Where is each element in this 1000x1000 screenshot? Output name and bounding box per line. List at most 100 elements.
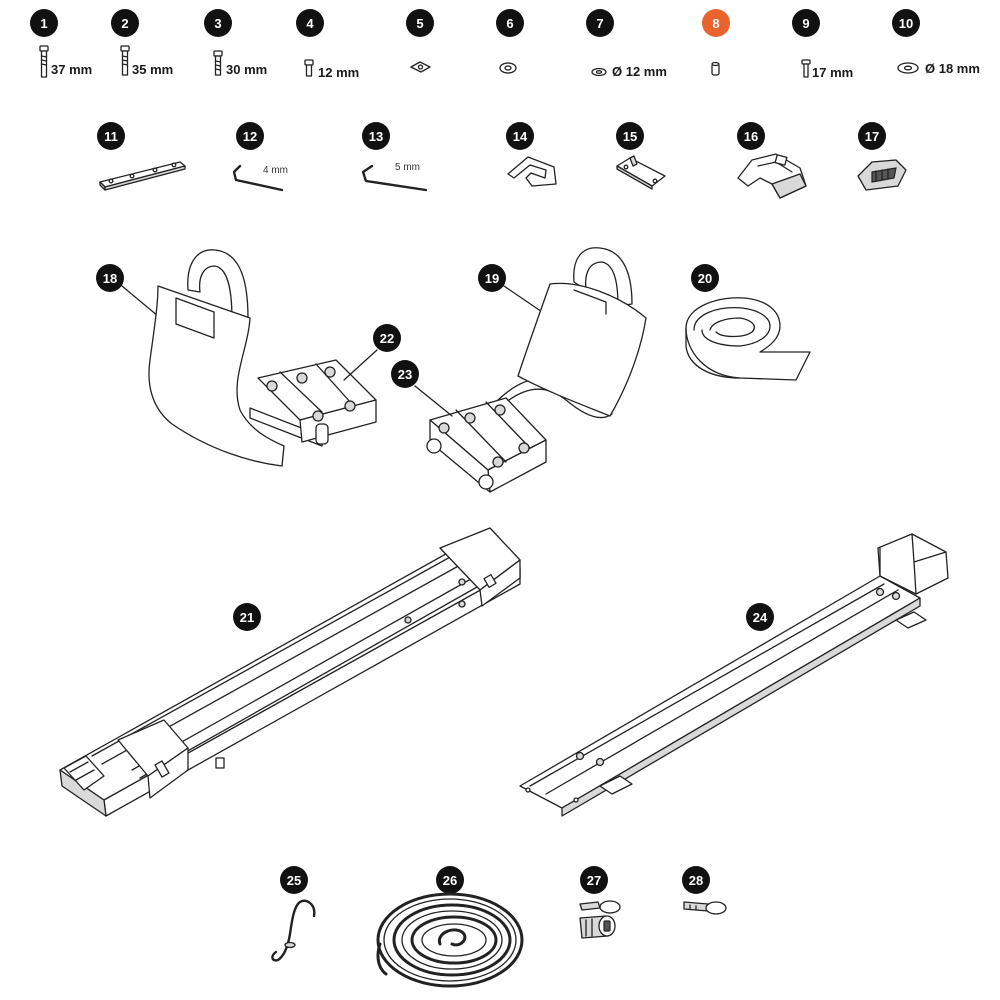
leader-line-22	[343, 349, 378, 381]
badge-10	[892, 9, 920, 37]
clamp-icon	[737, 153, 807, 199]
badge-16	[737, 122, 765, 150]
badge-5	[406, 9, 434, 37]
part-20: 20	[685, 264, 811, 381]
part-19: 19	[426, 247, 647, 493]
part-16: 16	[737, 122, 807, 199]
badge-26	[436, 866, 464, 894]
size-label-4: 12 mm	[318, 65, 359, 80]
key-icon	[579, 900, 621, 914]
size-label-9: 17 mm	[812, 65, 853, 80]
washer-icon	[591, 67, 607, 77]
leader-line-18	[121, 285, 159, 317]
square-nut-icon	[410, 61, 431, 73]
badge-12-number: 12	[243, 129, 257, 144]
size-label-2: 35 mm	[132, 62, 173, 77]
badge-19	[478, 264, 506, 292]
badge-3	[204, 9, 232, 37]
part-27: 27	[579, 866, 621, 939]
part-18: 18	[96, 249, 377, 467]
part-12: 12 4 mm	[232, 122, 288, 192]
part-25: 25	[271, 866, 316, 962]
size-label-13: 5 mm	[395, 162, 420, 173]
part-28: 28	[682, 866, 727, 915]
part-24: 24	[519, 533, 949, 817]
badge-14-number: 14	[513, 129, 528, 144]
badge-11	[97, 122, 125, 150]
part-3: 3 30 mm	[204, 9, 267, 77]
badge-19-number: 19	[485, 271, 499, 286]
part-10: 10 Ø 18 mm	[892, 9, 980, 76]
size-label-1: 37 mm	[51, 62, 92, 77]
badge-4	[296, 9, 324, 37]
badge-18	[96, 264, 124, 292]
badge-17	[858, 122, 886, 150]
leader-line-23	[414, 385, 453, 417]
strap-icon	[685, 297, 811, 381]
size-label-10: Ø 18 mm	[925, 61, 980, 76]
part-1: 1 37 mm	[30, 9, 92, 78]
badge-5-number: 5	[416, 16, 423, 31]
badge-6-number: 6	[506, 16, 513, 31]
part-11: 11	[97, 122, 186, 191]
badge-28	[682, 866, 710, 894]
bracket-icon	[616, 155, 666, 190]
hook-icon	[271, 899, 316, 962]
part-26: 26	[376, 866, 524, 988]
badge-14	[506, 122, 534, 150]
badge-21	[233, 603, 261, 631]
badge-23-number: 23	[398, 367, 412, 382]
badge-1	[30, 9, 58, 37]
badge-16-number: 16	[744, 129, 758, 144]
badge-20-number: 20	[698, 271, 712, 286]
badge-15	[616, 122, 644, 150]
rail-icon	[519, 533, 949, 817]
rail-plate-icon	[99, 161, 186, 191]
size-label-12: 4 mm	[263, 165, 288, 176]
badge-10-number: 10	[899, 16, 913, 31]
badge-23	[391, 360, 419, 388]
part-22: 22	[343, 324, 401, 381]
cradle-icon	[426, 247, 647, 493]
allen-key-icon	[361, 164, 428, 192]
washer-icon	[897, 62, 919, 74]
badge-13	[362, 122, 390, 150]
badge-28-number: 28	[689, 873, 703, 888]
part-4: 4 12 mm	[296, 9, 359, 80]
badge-13-number: 13	[369, 129, 383, 144]
badge-2-number: 2	[121, 16, 128, 31]
load-bar-icon	[59, 527, 521, 817]
bolt-icon	[213, 50, 223, 76]
badge-22-number: 22	[380, 331, 394, 346]
badge-25	[280, 866, 308, 894]
badge-1-number: 1	[40, 16, 47, 31]
badge-21-number: 21	[240, 610, 254, 625]
badge-20	[691, 264, 719, 292]
badge-8-number: 8	[712, 16, 719, 31]
badge-3-number: 3	[214, 16, 221, 31]
part-17: 17	[857, 122, 907, 191]
badge-25-number: 25	[287, 873, 301, 888]
badge-11-number: 11	[104, 129, 118, 144]
part-6: 6	[496, 9, 524, 74]
key-icon	[683, 901, 727, 915]
badge-4-number: 4	[306, 16, 314, 31]
bolt-icon	[304, 59, 314, 77]
badge-15-number: 15	[623, 129, 637, 144]
part-15: 15	[616, 122, 666, 190]
lock-washer-icon	[499, 62, 517, 74]
badge-17-number: 17	[865, 129, 879, 144]
badge-7	[586, 9, 614, 37]
badge-22	[373, 324, 401, 352]
badge-7-number: 7	[596, 16, 603, 31]
rope-icon	[376, 892, 524, 988]
bolt-icon	[120, 45, 130, 76]
part-21: 21	[59, 527, 521, 817]
badge-9	[792, 9, 820, 37]
bolt-icon	[39, 45, 49, 78]
badge-24	[746, 603, 774, 631]
screw-icon	[801, 59, 811, 78]
allen-key-icon	[232, 164, 284, 192]
badge-8	[702, 9, 730, 37]
